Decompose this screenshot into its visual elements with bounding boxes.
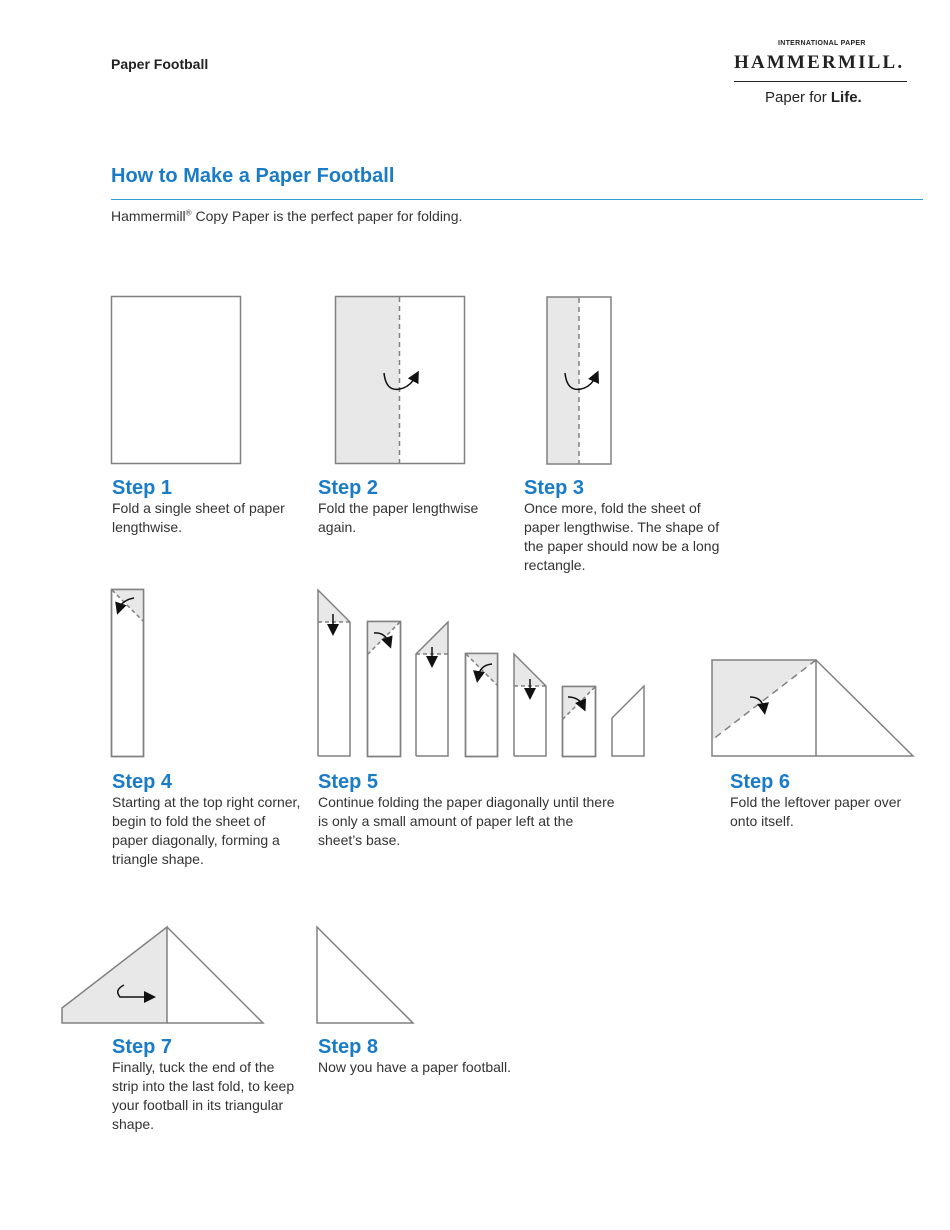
logo-international-paper: INTERNATIONAL PAPER [778,40,866,47]
logo-brand: HAMMERMILL. [734,52,905,73]
step-heading: Step 5 [318,771,379,793]
step-heading: Step 1 [112,477,173,499]
step-heading: Step 4 [112,771,173,793]
step-text: Starting at the top right corner, begin … [112,794,301,867]
step-7: Step 7 Finally, tuck the end of the stri… [112,1036,302,1134]
title-divider [111,199,923,200]
step-2: Step 2 Fold the paper lengthwise again. [318,477,508,537]
intro-rest: Copy Paper is the perfect paper for fold… [191,208,463,224]
logo-tagline: Paper for Life. [765,89,862,106]
step-heading: Step 7 [112,1036,173,1058]
document-label: Paper Football [111,56,209,72]
intro-brand: Hammermill [111,208,186,224]
hammermill-logo: INTERNATIONAL PAPER HAMMERMILL. Paper fo… [728,38,913,118]
registered-mark: ® [185,208,192,218]
step-text: Fold the leftover paper over onto itself… [730,794,902,829]
step-text: Once more, fold the sheet of paper lengt… [524,500,720,573]
tagline-prefix: Paper for [765,89,831,106]
step1-sheet [110,295,242,465]
page-title: How to Make a Paper Football [111,165,395,187]
step-heading: Step 3 [524,477,585,499]
step-1: Step 1 Fold a single sheet of paper leng… [112,477,307,537]
step-heading: Step 2 [318,477,379,499]
step-6: Step 6 Fold the leftover paper over onto… [730,771,930,831]
step-text: Now you have a paper football. [318,1059,512,1075]
intro-text: Hammermill® Copy Paper is the perfect pa… [111,208,462,224]
step-heading: Step 8 [318,1036,379,1058]
step-3: Step 3 Once more, fold the sheet of pape… [524,477,734,575]
step-5: Step 5 Continue folding the paper diagon… [318,771,618,850]
logo-divider [734,81,907,82]
step-text: Finally, tuck the end of the strip into … [112,1059,295,1132]
tagline-bold: Life. [830,89,862,106]
step-text: Fold the paper lengthwise again. [318,500,479,535]
step-text: Continue folding the paper diagonally un… [318,794,615,848]
step-heading: Step 6 [730,771,791,793]
step-4: Step 4 Starting at the top right corner,… [112,771,302,869]
step-text: Fold a single sheet of paper lengthwise. [112,500,285,535]
step-8: Step 8 Now you have a paper football. [318,1036,578,1077]
